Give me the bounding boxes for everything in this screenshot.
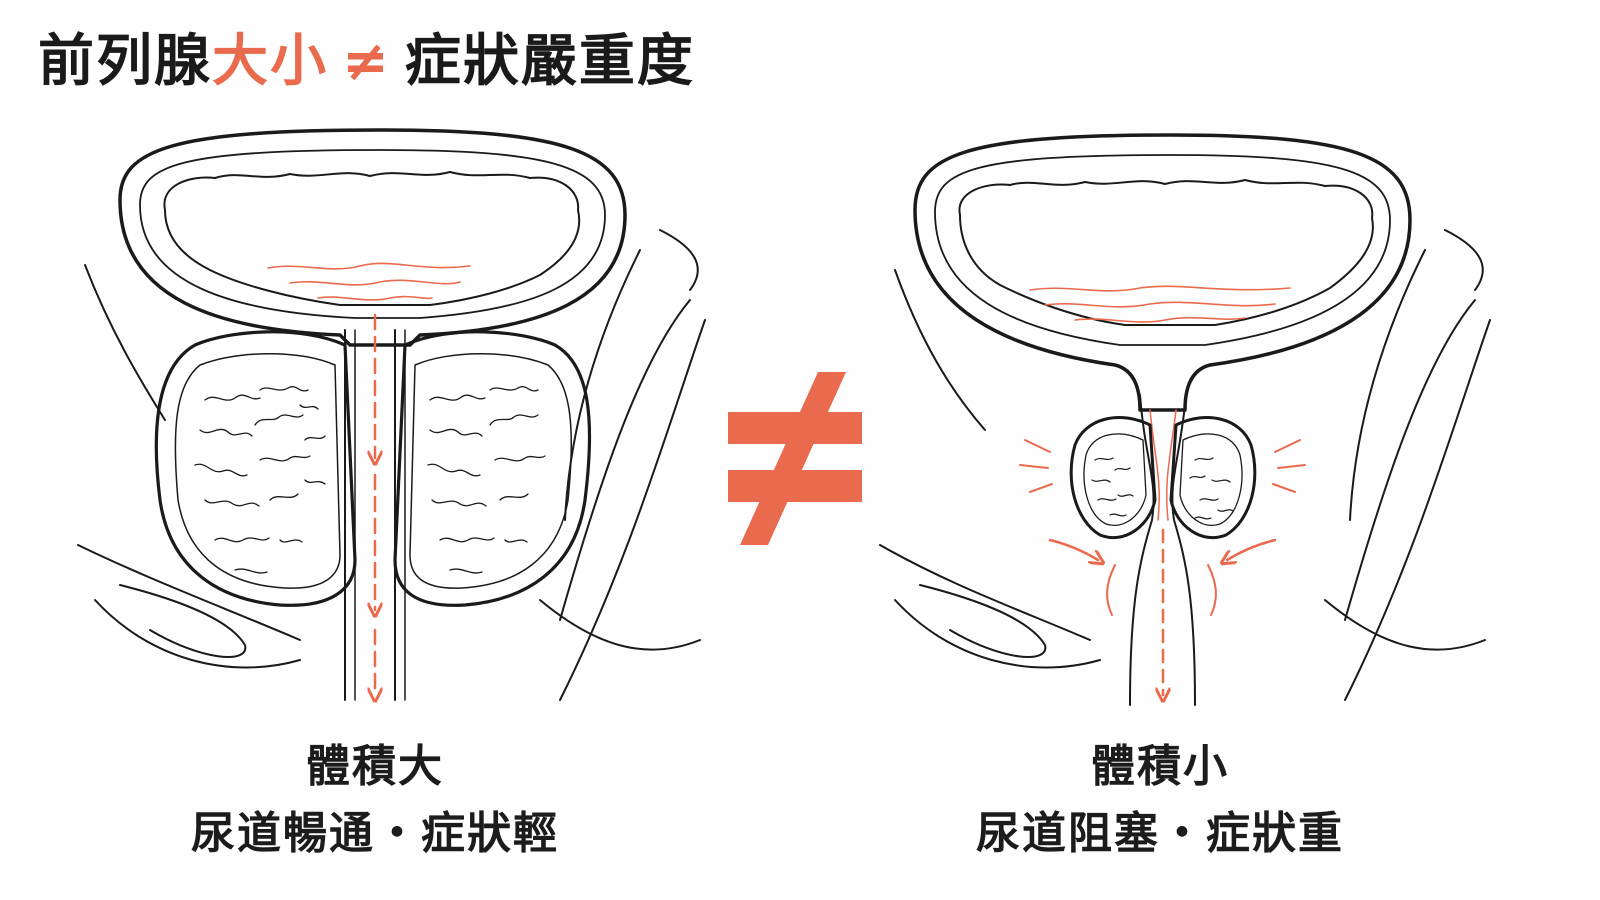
title-not-equal-symbol: ≠ xyxy=(342,29,391,94)
pressure-marks xyxy=(1019,439,1306,616)
center-not-equal-symbol xyxy=(728,372,862,545)
bladder-outer xyxy=(118,128,627,347)
right-diagram xyxy=(879,133,1491,706)
left-caption-line1: 體積大 xyxy=(306,741,444,792)
page-title: 前列腺大小≠症狀嚴重度 xyxy=(38,28,695,95)
left-diagram xyxy=(77,128,706,700)
title-part1: 前列腺 xyxy=(38,29,212,94)
left-lobe-outer xyxy=(154,330,357,607)
right-caption-line2: 尿道阻塞・症狀重 xyxy=(976,808,1344,860)
right-caption-line1: 體積小 xyxy=(1091,741,1229,792)
title-part3: 症狀嚴重度 xyxy=(404,29,695,94)
right-caption: 體積小 尿道阻塞・症狀重 xyxy=(880,738,1440,862)
squeeze-arrows xyxy=(1048,538,1277,560)
left-caption-line2: 尿道暢通・症狀輕 xyxy=(191,808,559,860)
right-lobe-outer xyxy=(393,330,592,607)
right-lobe-texture xyxy=(427,386,546,574)
title-highlight: 大小 xyxy=(212,29,328,94)
bladder-inner xyxy=(163,171,581,306)
left-lobe-texture xyxy=(194,386,326,574)
left-caption: 體積大 尿道暢通・症狀輕 xyxy=(95,738,655,862)
